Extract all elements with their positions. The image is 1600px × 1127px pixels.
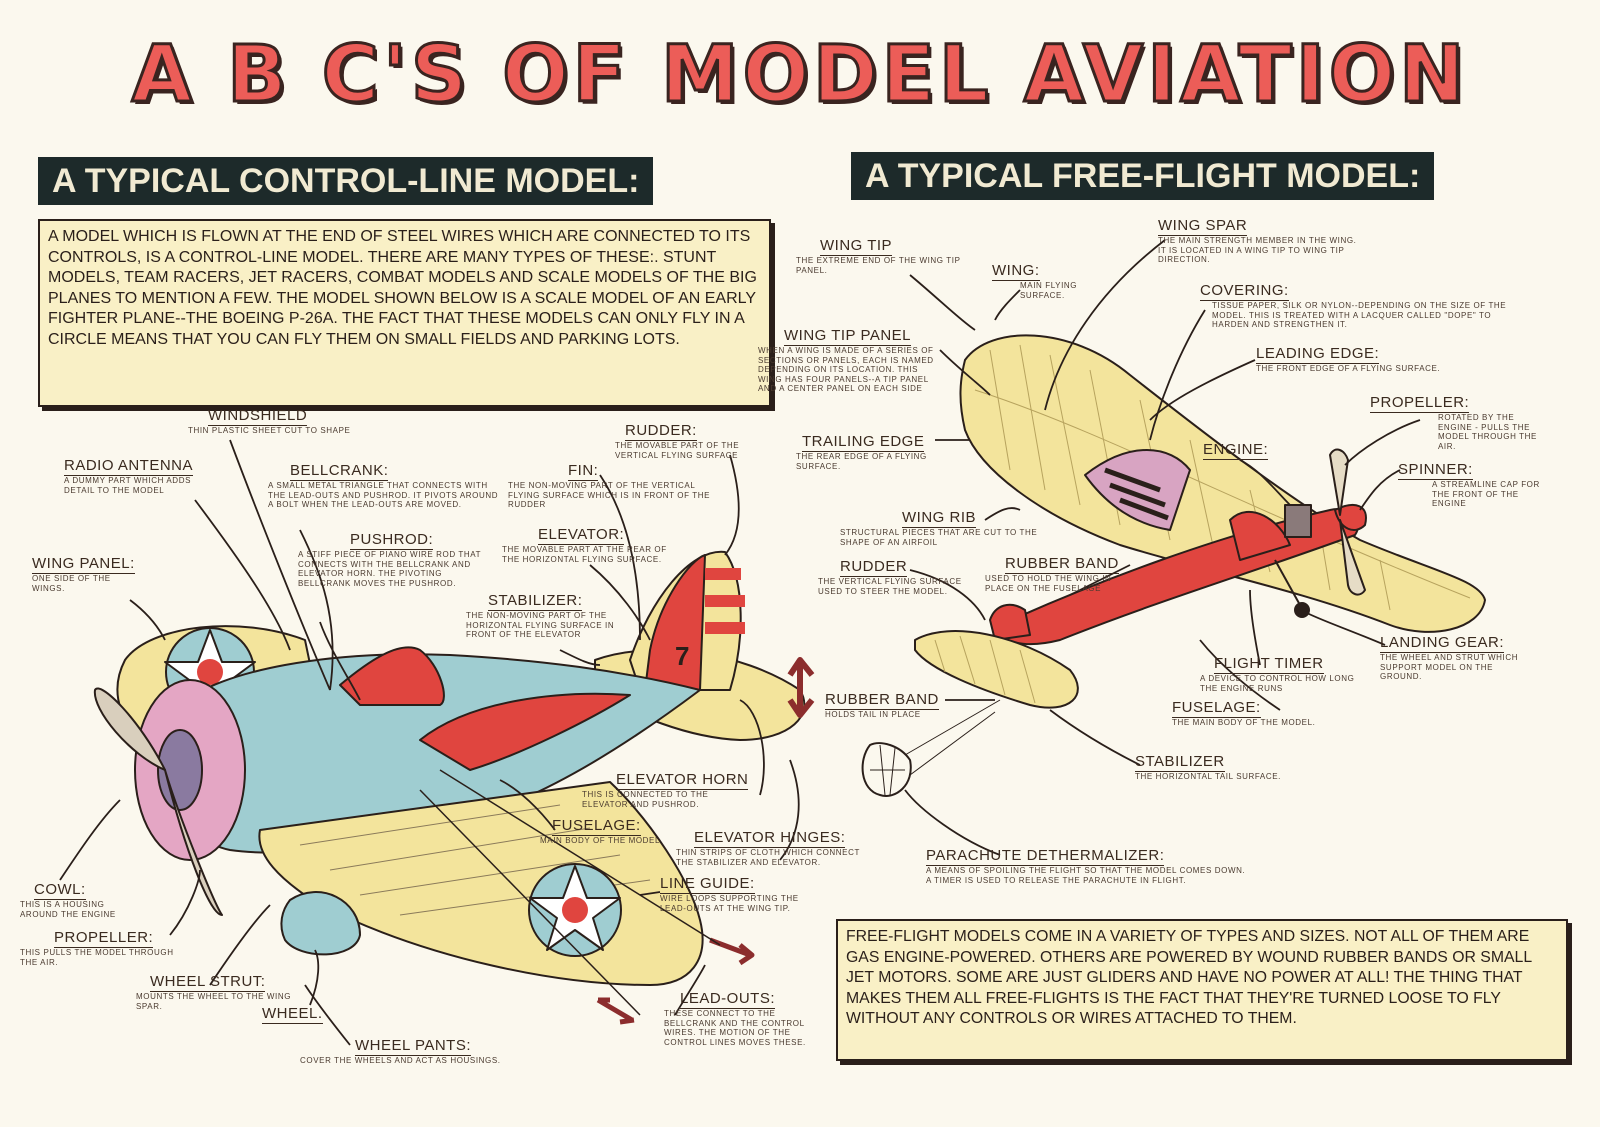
free-flight-description: FREE-FLIGHT MODELS COME IN A VARIETY OF …: [836, 919, 1568, 1061]
label-cowl: COWL:THIS IS A HOUSING AROUND THE ENGINE: [20, 881, 116, 919]
label-propeller-right: PROPELLER:ROTATED BY THE ENGINE - PULLS …: [1370, 394, 1537, 451]
label-fuselage-right: FUSELAGE:THE MAIN BODY OF THE MODEL.: [1172, 699, 1316, 727]
page-title: A B C'S OF MODEL AVIATION: [130, 29, 1469, 122]
free-flight-plane-drawing: [861, 334, 1486, 797]
label-line-guide: LINE GUIDE:WIRE LOOPS SUPPORTING THE LEA…: [660, 875, 799, 913]
label-wheel-strut: WHEEL STRUT:MOUNTS THE WHEEL TO THE WING…: [136, 973, 292, 1011]
label-pushrod: PUSHROD:A STIFF PIECE OF PIANO WIRE ROD …: [298, 531, 481, 588]
label-spinner: SPINNER:A STREAMLINE CAP FOR THE FRONT O…: [1398, 461, 1540, 509]
label-lead-outs: LEAD-OUTS:THESE CONNECT TO THE BELLCRANK…: [664, 990, 806, 1047]
control-line-plane-drawing: 7: [93, 550, 815, 1025]
label-wing-panel: WING PANEL:ONE SIDE OF THE WINGS.: [32, 555, 135, 593]
label-wing: WING:MAIN FLYING SURFACE.: [992, 262, 1078, 300]
label-landing-gear: LANDING GEAR:THE WHEEL AND STRUT WHICH S…: [1380, 634, 1519, 682]
label-leading-edge: LEADING EDGE:THE FRONT EDGE OF A FLYING …: [1256, 345, 1441, 373]
label-wheel: WHEEL.: [262, 1005, 323, 1024]
label-fin: FIN:THE NON-MOVING PART OF THE VERTICAL …: [508, 462, 711, 510]
tail-number: 7: [675, 641, 689, 671]
label-wheel-pants: WHEEL PANTS:COVER THE WHEELS AND ACT AS …: [300, 1037, 501, 1065]
label-stabilizer-left: STABILIZER:THE NON-MOVING PART OF THE HO…: [466, 592, 615, 640]
control-line-leader-lines: [59, 439, 800, 1046]
free-flight-leader-lines: [904, 239, 1421, 856]
free-flight-banner: A TYPICAL FREE-FLIGHT MODEL:: [851, 152, 1435, 200]
label-covering: COVERING:TISSUE PAPER, SILK OR NYLON--DE…: [1200, 282, 1507, 330]
label-rudder-left: RUDDER:THE MOVABLE PART OF THE VERTICAL …: [615, 422, 740, 460]
label-elevator: ELEVATOR:THE MOVABLE PART AT THE REAR OF…: [502, 526, 667, 564]
label-engine: ENGINE:: [1203, 441, 1269, 460]
label-parachute-dethermalizer: PARACHUTE DETHERMALIZER:A MEANS OF SPOIL…: [926, 847, 1246, 885]
label-elevator-hinges: ELEVATOR HINGES:THIN STRIPS OF CLOTH WHI…: [676, 829, 860, 867]
label-fuselage-left: FUSELAGE:MAIN BODY OF THE MODEL: [540, 817, 661, 845]
label-propeller-left: PROPELLER:THIS PULLS THE MODEL THROUGH T…: [20, 929, 174, 967]
control-line-banner: A TYPICAL CONTROL-LINE MODEL:: [38, 157, 654, 205]
control-line-description: A MODEL WHICH IS FLOWN AT THE END OF STE…: [38, 219, 771, 407]
label-bellcrank: BELLCRANK:A SMALL METAL TRIANGLE THAT CO…: [268, 462, 499, 510]
